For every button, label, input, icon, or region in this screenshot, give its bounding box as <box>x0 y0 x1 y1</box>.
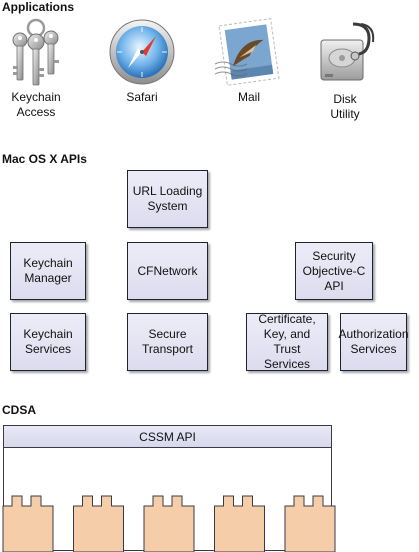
safari-compass-icon <box>106 16 178 88</box>
mail-stamp-icon <box>213 16 285 88</box>
cssm-plugin-module <box>2 495 54 552</box>
app-mail: Mail <box>207 16 291 105</box>
cssm-plugin-module <box>284 495 336 552</box>
keychain-services-box: Keychain Services <box>10 313 86 371</box>
cdsa-section-title: CDSA <box>2 403 37 417</box>
app-disk-utility: Disk Utility <box>303 18 387 122</box>
app-keychain-access: Keychain Access <box>0 16 78 120</box>
applications-section-title: Applications <box>2 0 75 14</box>
cssm-api-header: CSSM API <box>4 426 331 448</box>
secure-transport-box: Secure Transport <box>127 313 208 371</box>
url-loading-system-box: URL Loading System <box>127 170 208 228</box>
app-label-safari: Safari <box>126 90 158 104</box>
cssm-plugin-module <box>214 495 265 552</box>
apis-section-title: Mac OS X APIs <box>2 152 87 166</box>
cssm-api-label: CSSM API <box>139 429 196 444</box>
authorization-services-box: Authorization Services <box>338 313 409 371</box>
keychain-icon <box>0 16 72 88</box>
app-label-mail: Mail <box>237 90 260 104</box>
cssm-plugin-row <box>2 495 336 552</box>
disk-utility-icon <box>309 18 381 90</box>
app-label-disk-utility: Disk Utility <box>330 92 360 121</box>
certificate-key-trust-services-box: Certificate, Key, and Trust Services <box>246 312 328 371</box>
keychain-manager-box: Keychain Manager <box>10 242 86 300</box>
security-objective-c-api-box: Security Objective-C API <box>295 242 373 300</box>
cssm-plugin-module <box>143 495 195 552</box>
app-safari: Safari <box>100 16 184 105</box>
app-label-keychain-access: Keychain Access <box>11 90 61 119</box>
cfnetwork-box: CFNetwork <box>127 242 208 300</box>
cssm-plugin-module <box>73 495 124 552</box>
